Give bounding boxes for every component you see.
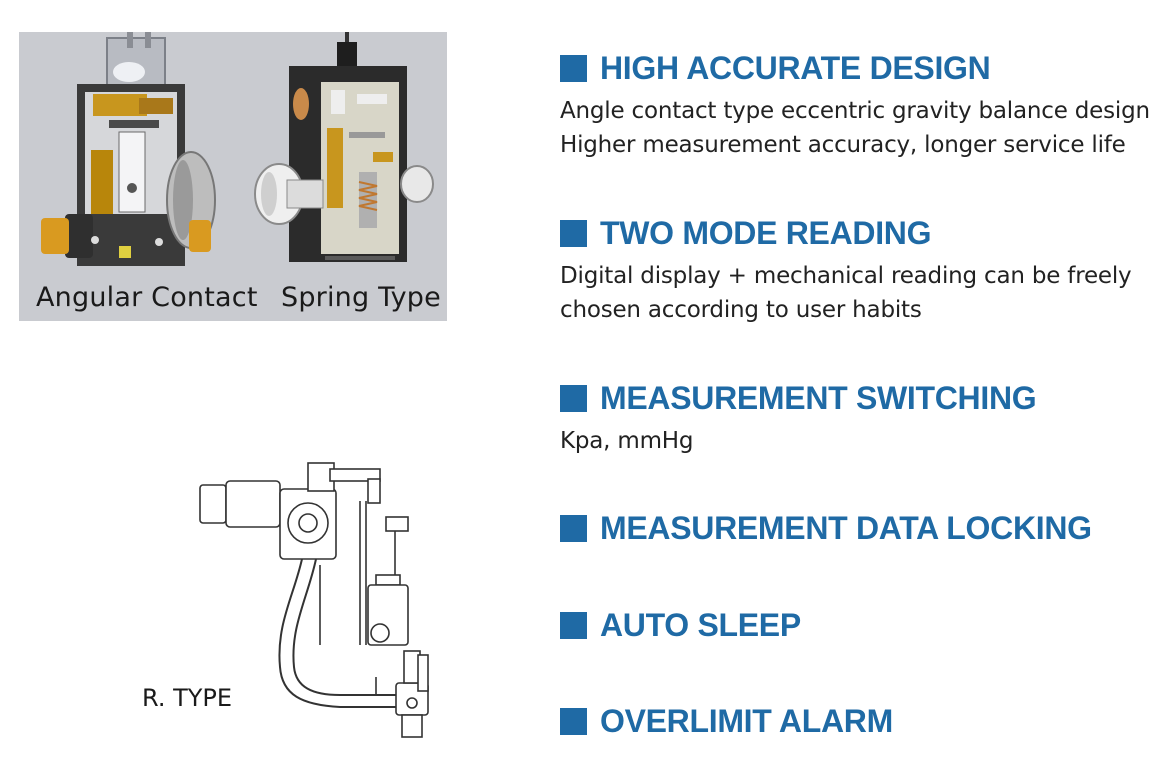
r-type-caption: R. TYPE (142, 684, 233, 712)
feature-high-accurate-design: HIGH ACCURATE DESIGN Angle contact type … (560, 48, 1150, 162)
bullet-square-icon (560, 384, 587, 412)
feature-measurement-switching: MEASUREMENT SWITCHING Kpa, mmHg (560, 378, 1037, 458)
feature-description-line: Angle contact type eccentric gravity bal… (560, 98, 1150, 124)
angular-contact-render (41, 32, 216, 266)
feature-description-line: Kpa, mmHg (560, 428, 694, 454)
feature-title-text: OVERLIMIT ALARM (600, 702, 893, 739)
spring-type-caption: Spring Type (281, 282, 441, 313)
bullet-square-icon (560, 611, 587, 639)
feature-description: Digital display + mechanical reading can… (560, 259, 1132, 327)
feature-description-line: Digital display + mechanical reading can… (560, 263, 1132, 289)
bullet-square-icon (560, 707, 587, 735)
angular-contact-caption: Angular Contact (36, 282, 258, 313)
feature-auto-sleep: AUTO SLEEP (560, 605, 801, 645)
feature-list: HIGH ACCURATE DESIGN Angle contact type … (560, 0, 1150, 774)
feature-two-mode-reading: TWO MODE READING Digital display + mecha… (560, 213, 1132, 327)
feature-title: HIGH ACCURATE DESIGN (560, 48, 1150, 88)
feature-overlimit-alarm: OVERLIMIT ALARM (560, 701, 893, 741)
feature-title: MEASUREMENT SWITCHING (560, 378, 1037, 418)
feature-title: TWO MODE READING (560, 213, 1131, 253)
feature-title-text: MEASUREMENT DATA LOCKING (600, 509, 1092, 546)
feature-title: AUTO SLEEP (560, 605, 801, 645)
bullet-square-icon (560, 54, 587, 82)
bullet-square-icon (560, 514, 587, 542)
bullet-square-icon (560, 219, 587, 247)
feature-description-line: chosen according to user habits (560, 297, 922, 323)
feature-title: MEASUREMENT DATA LOCKING (560, 508, 1092, 548)
feature-description-line: Higher measurement accuracy, longer serv… (560, 132, 1126, 158)
feature-title-text: AUTO SLEEP (600, 606, 801, 643)
feature-title: OVERLIMIT ALARM (560, 701, 893, 741)
product-photo-panel: Angular Contact Spring Type (19, 32, 447, 321)
r-type-line-drawing (199, 462, 429, 738)
feature-description: Angle contact type eccentric gravity bal… (560, 94, 1150, 162)
feature-measurement-data-locking: MEASUREMENT DATA LOCKING (560, 508, 1092, 548)
feature-title-text: MEASUREMENT SWITCHING (600, 379, 1037, 416)
feature-title-text: TWO MODE READING (600, 214, 932, 251)
mechanism-renders (41, 32, 434, 266)
feature-description: Kpa, mmHg (560, 424, 1036, 458)
feature-title-text: HIGH ACCURATE DESIGN (600, 49, 991, 86)
spring-type-render (254, 32, 434, 262)
